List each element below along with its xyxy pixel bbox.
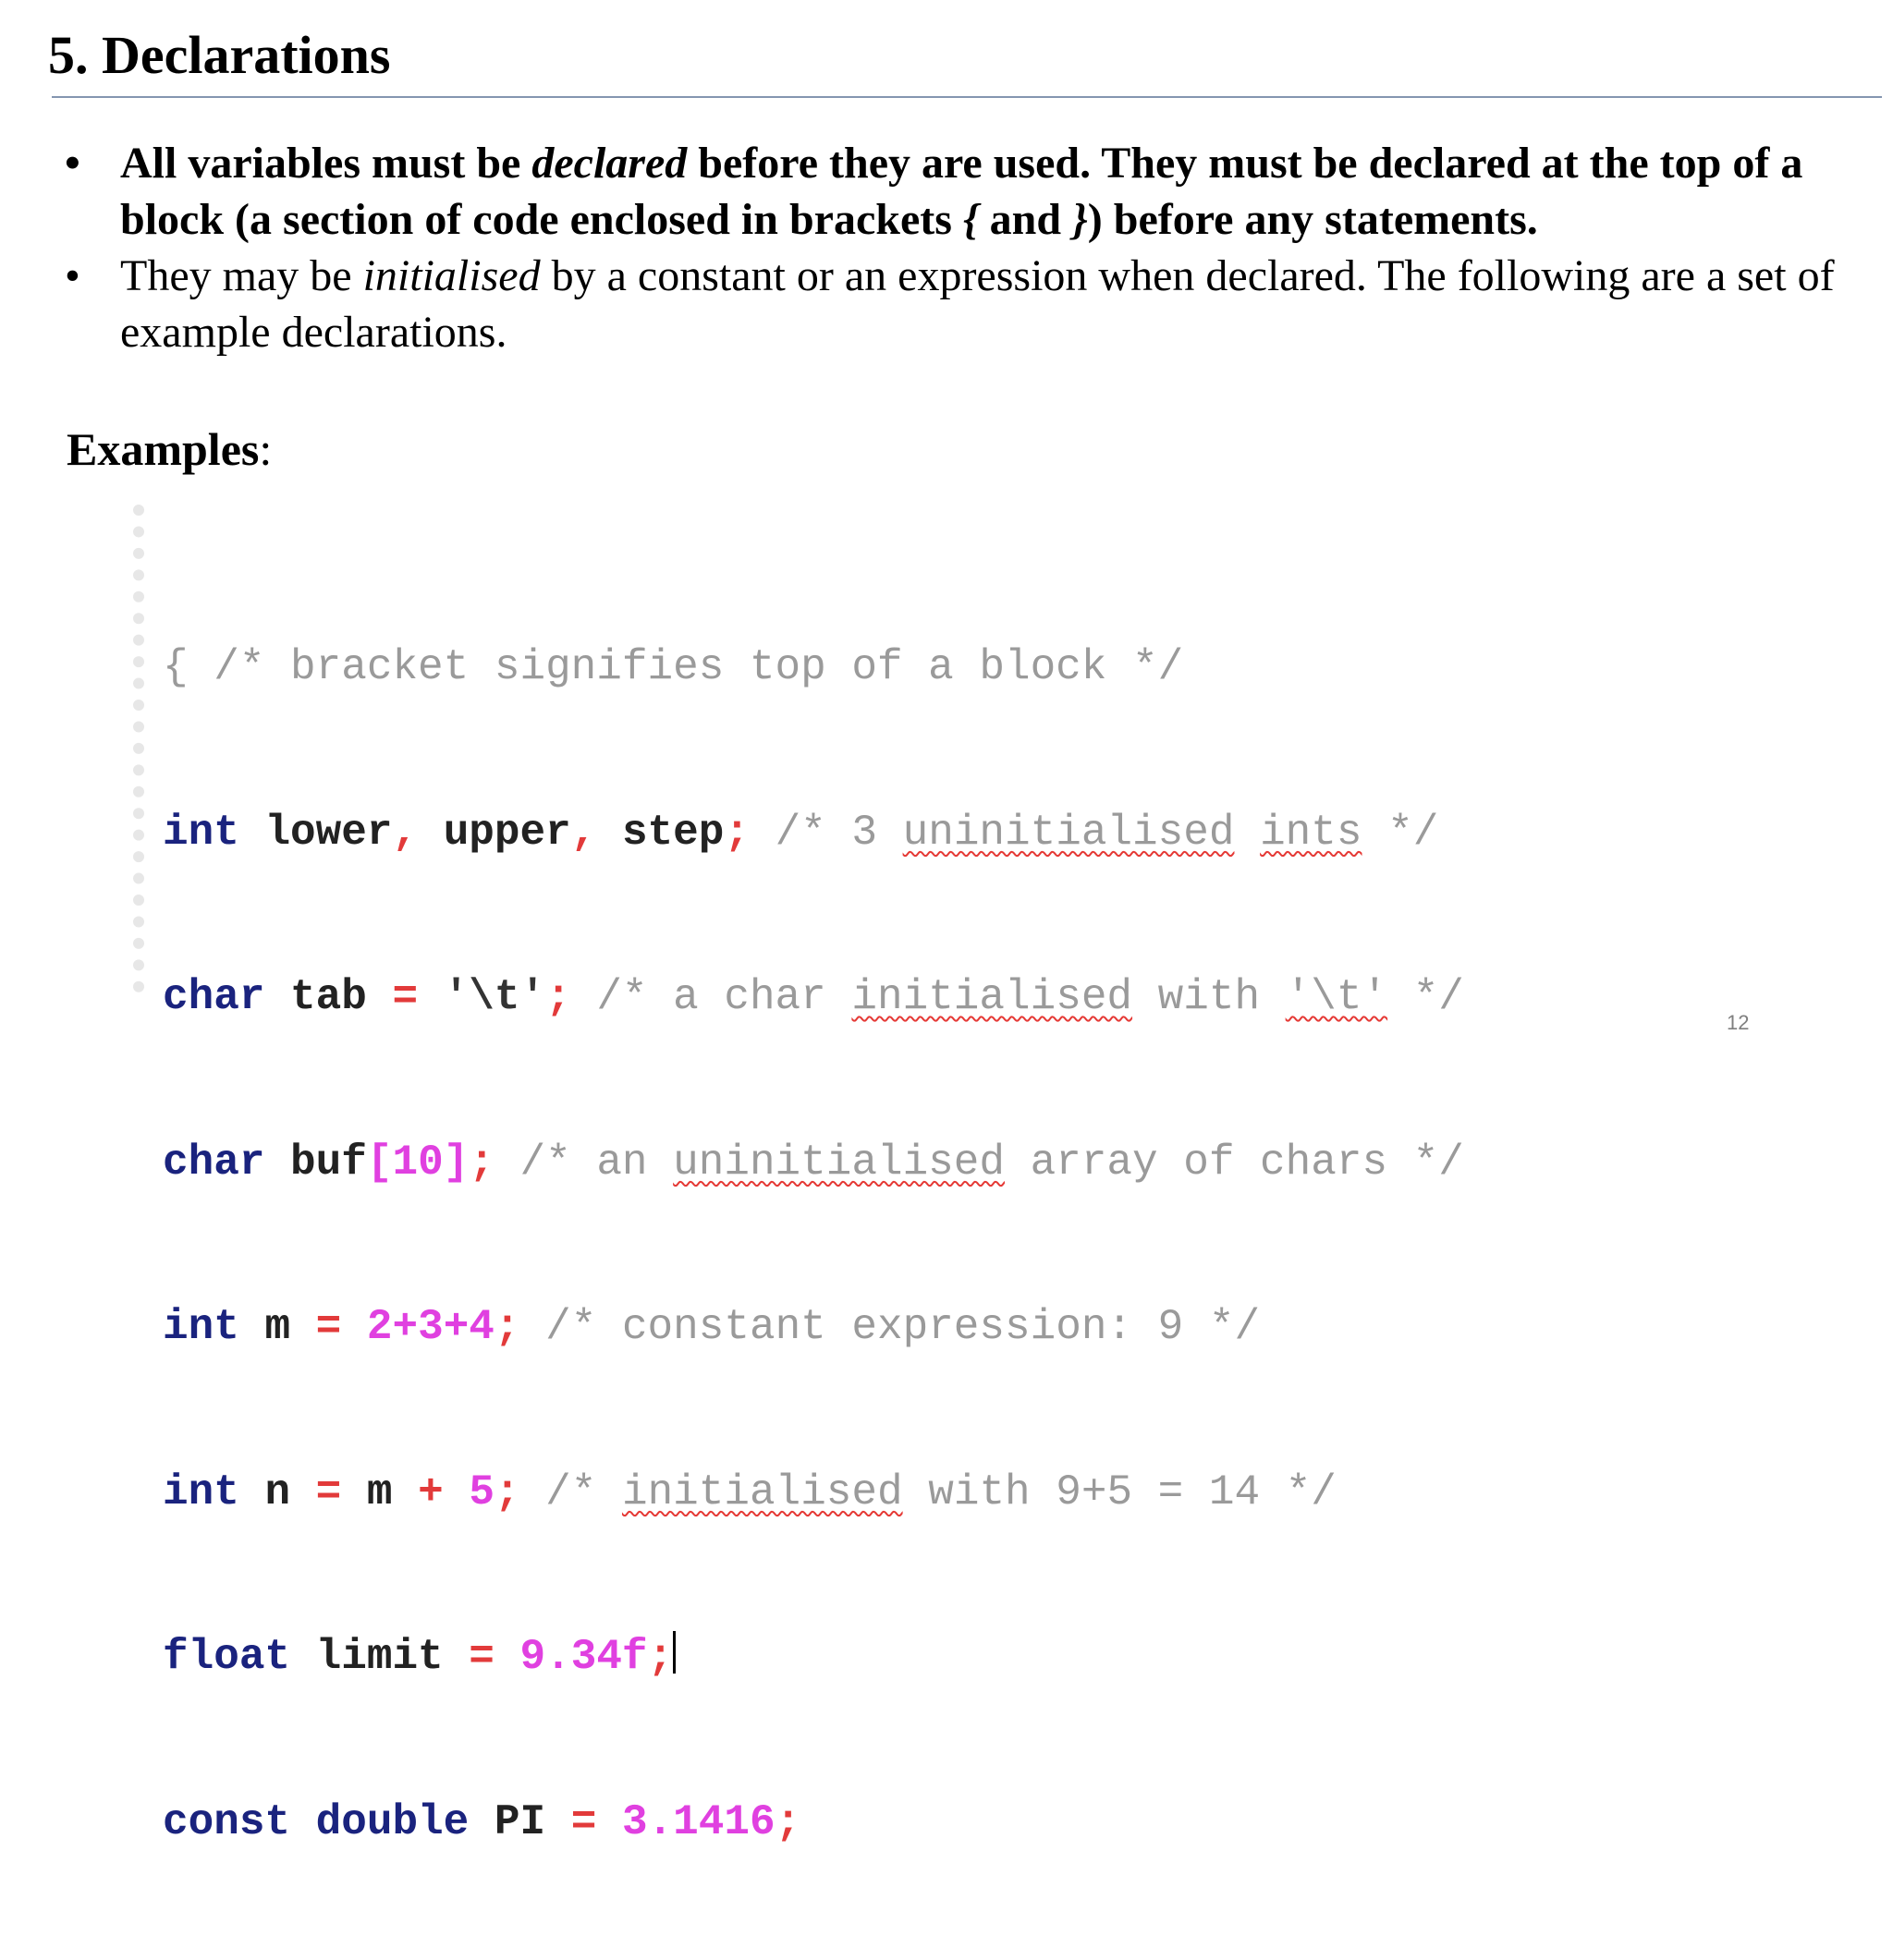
bullet-text: and <box>978 195 1073 244</box>
code-comment-misspelled: initialised <box>851 973 1133 1021</box>
code-lines: { /* bracket signifies top of a block */… <box>163 530 1464 1960</box>
code-brace: { <box>163 643 189 691</box>
code-number: 3.1416 <box>621 1797 776 1846</box>
code-comment: /* bracket signifies top of a block */ <box>214 643 1184 691</box>
code-operator: + <box>418 1467 444 1516</box>
code-comment: /* 3 <box>775 808 903 857</box>
bullet-dot: • <box>65 251 80 300</box>
code-identifier: m <box>264 1303 291 1351</box>
code-char-literal: '\t' <box>443 973 546 1021</box>
code-line: char tab = '\t'; /* a char initialised w… <box>163 970 1464 1026</box>
code-array-size: [10] <box>366 1138 470 1187</box>
code-comment: with <box>1132 973 1286 1021</box>
bullet-text: ) before any statements. <box>1087 195 1538 244</box>
code-comment: */ <box>1387 973 1464 1021</box>
code-comment: /* a char <box>596 973 852 1021</box>
code-identifier: n <box>264 1467 291 1516</box>
code-keyword: char <box>163 973 265 1021</box>
code-semicolon: ; <box>775 1797 801 1846</box>
code-operator: = <box>392 973 419 1021</box>
bullet-item: • All variables must be declared before t… <box>65 135 1858 248</box>
code-number: 2+3+4 <box>366 1303 495 1351</box>
code-identifier: step <box>621 808 725 857</box>
code-semicolon: ; <box>494 1467 520 1516</box>
code-operator: , <box>570 808 597 857</box>
code-comment-misspelled: '\t' <box>1285 973 1388 1021</box>
code-comment: /* constant expression: 9 */ <box>545 1303 1261 1351</box>
code-line: float limit = 9.34f; <box>163 1630 1464 1686</box>
code-line: char buf[10]; /* an uninitialised array … <box>163 1136 1464 1191</box>
code-semicolon: ; <box>494 1303 520 1351</box>
bullet-list: • All variables must be declared before t… <box>65 135 1858 360</box>
code-comment <box>1234 809 1260 857</box>
code-semicolon: ; <box>545 973 571 1021</box>
bullet-emphasis: } <box>1072 195 1088 244</box>
code-identifier: PI <box>494 1797 546 1846</box>
bullet-emphasis: { <box>962 195 979 244</box>
code-comment-misspelled: uninitialised <box>902 808 1235 857</box>
code-keyword: int <box>163 1467 239 1516</box>
code-semicolon: ; <box>724 808 750 857</box>
code-comment: /* an <box>519 1138 674 1187</box>
code-keyword: double <box>315 1797 470 1846</box>
bullet-text: All variables must be <box>120 139 532 188</box>
code-comment: array of chars */ <box>1005 1138 1464 1187</box>
bullet-emphasis: declared <box>531 139 688 188</box>
text-cursor <box>673 1631 677 1674</box>
title-divider <box>52 96 1882 98</box>
code-operator: , <box>392 808 419 857</box>
bullet-emphasis: initialised <box>362 251 541 300</box>
bullet-dot: • <box>65 139 80 188</box>
code-identifier: buf <box>290 1138 367 1187</box>
code-operator: = <box>570 1797 597 1846</box>
code-keyword: float <box>163 1633 291 1681</box>
code-editor[interactable]: { /* bracket signifies top of a block */… <box>133 505 1586 1846</box>
code-identifier: m <box>366 1467 393 1516</box>
code-identifier: tab <box>290 973 367 1021</box>
page-number: 12 <box>1727 1011 1750 1034</box>
examples-colon: : <box>259 423 273 475</box>
code-semicolon: ; <box>469 1138 495 1187</box>
code-line: int n = m + 5; /* initialised with 9+5 =… <box>163 1466 1464 1521</box>
code-keyword: int <box>163 1303 239 1351</box>
code-number: 5 <box>469 1467 495 1516</box>
examples-label: Examples <box>67 423 260 475</box>
code-operator: = <box>315 1467 342 1516</box>
code-line: int m = 2+3+4; /* constant expression: 9… <box>163 1300 1464 1356</box>
slide-title: 5. Declarations <box>48 25 391 85</box>
code-identifier: upper <box>443 808 571 857</box>
code-semicolon: ; <box>647 1633 674 1681</box>
code-line: { /* bracket signifies top of a block */ <box>163 640 1464 696</box>
code-comment-misspelled: ints <box>1260 808 1362 857</box>
bullet-item: • They may be initialised by a constant o… <box>65 248 1858 360</box>
code-identifier: lower <box>264 808 393 857</box>
bullet-text: before they are used. They must be decla… <box>120 139 1803 244</box>
bullet-text: by a constant or an expression when decl… <box>120 251 1835 357</box>
code-operator: = <box>315 1303 342 1351</box>
code-line: int lower, upper, step; /* 3 uninitialis… <box>163 806 1464 861</box>
code-identifier: limit <box>315 1633 444 1681</box>
code-comment-misspelled: uninitialised <box>673 1138 1005 1187</box>
code-operator: = <box>469 1633 495 1681</box>
code-comment: */ <box>1362 808 1439 857</box>
bullet-text: They may be <box>120 251 363 300</box>
code-comment-misspelled: initialised <box>621 1467 903 1516</box>
code-comment: with 9+5 = 14 */ <box>902 1467 1337 1516</box>
code-keyword: char <box>163 1138 265 1187</box>
code-comment: /* <box>545 1467 622 1516</box>
code-keyword: const <box>163 1797 291 1846</box>
code-line: const double PI = 3.1416; <box>163 1796 1464 1851</box>
code-keyword: int <box>163 808 239 857</box>
examples-heading: Examples: <box>67 420 272 479</box>
code-number: 9.34f <box>519 1633 648 1681</box>
